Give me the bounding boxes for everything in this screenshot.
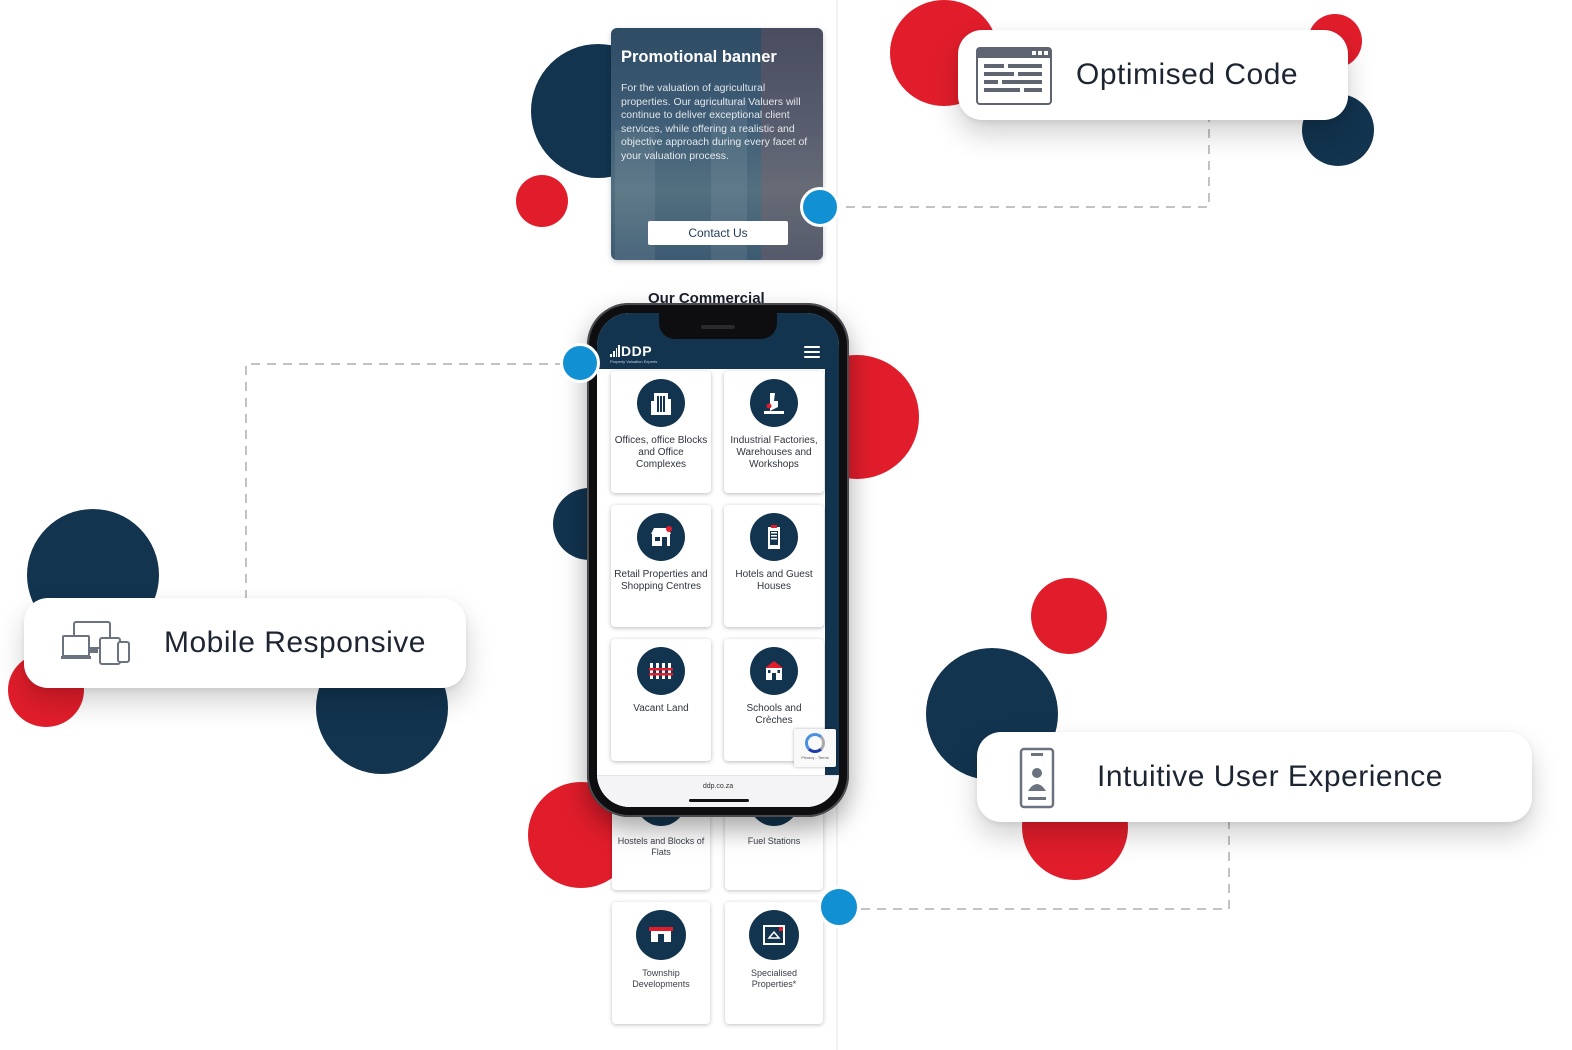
feature-label: Intuitive User Experience xyxy=(1097,760,1443,793)
phone-notch xyxy=(659,313,777,339)
site-logo[interactable]: DDP xyxy=(621,343,653,359)
hamburger-menu-icon[interactable] xyxy=(804,346,820,358)
township-icon xyxy=(636,910,686,960)
decor-circle xyxy=(1031,578,1107,654)
site-header: DDP Property Valuation Experts xyxy=(597,313,839,369)
feature-intuitive-ux: Intuitive User Experience xyxy=(977,732,1532,822)
decor-stripe xyxy=(825,369,839,807)
feature-optimised-code: Optimised Code xyxy=(958,30,1348,120)
service-card-retail[interactable]: Retail Properties and Shopping Centres xyxy=(611,505,711,627)
service-card-hotels[interactable]: Hotels and Guest Houses xyxy=(724,505,824,627)
school-icon xyxy=(750,647,798,695)
mobile-user-icon xyxy=(1019,747,1055,809)
background-card-label: Hostels and Blocks of Flats xyxy=(617,836,705,857)
connector-dot xyxy=(800,187,840,227)
feature-label: Optimised Code xyxy=(1076,58,1299,91)
factory-icon xyxy=(750,379,798,427)
promotional-banner: Promotional banner For the valuation of … xyxy=(611,28,823,260)
connector-dot xyxy=(560,343,600,383)
code-window-icon xyxy=(976,47,1052,105)
logo-bars-icon xyxy=(610,345,620,357)
connector-line xyxy=(242,360,582,610)
background-card: Specialised Properties* xyxy=(725,902,823,1024)
service-card-vacant-land[interactable]: Vacant Land xyxy=(611,639,711,761)
responsive-devices-icon xyxy=(60,620,132,666)
background-card-label: Fuel Stations xyxy=(747,836,801,846)
background-card-label: Specialised Properties* xyxy=(750,968,798,989)
service-card-label: Hotels and Guest Houses xyxy=(735,569,813,592)
recaptcha-icon xyxy=(805,733,825,753)
speaker-icon xyxy=(701,325,735,329)
background-card-label: Township Developments xyxy=(632,968,690,989)
phone-mockup: DDP Property Valuation Experts Offices, … xyxy=(587,303,849,817)
feature-label: Mobile Responsive xyxy=(164,626,426,659)
contact-us-button[interactable]: Contact Us xyxy=(648,221,788,245)
land-icon xyxy=(637,647,685,695)
home-indicator xyxy=(689,799,749,802)
service-card-offices[interactable]: Offices, office Blocks and Office Comple… xyxy=(611,371,711,493)
recaptcha-text: Privacy - Terms xyxy=(801,755,829,760)
service-card-industrial[interactable]: Industrial Factories, Warehouses and Wor… xyxy=(724,371,824,493)
phone-screen: DDP Property Valuation Experts Offices, … xyxy=(597,313,839,807)
feature-mobile-responsive: Mobile Responsive xyxy=(24,598,466,688)
service-card-label: Schools and Crèches xyxy=(746,703,802,726)
store-icon xyxy=(637,513,685,561)
service-card-schools[interactable]: Schools and Crèches xyxy=(724,639,824,761)
banner-text: For the valuation of agricultural proper… xyxy=(621,82,808,162)
service-card-label: Industrial Factories, Warehouses and Wor… xyxy=(730,435,818,470)
hotel-icon xyxy=(750,513,798,561)
services-grid: Offices, office Blocks and Office Comple… xyxy=(597,369,839,807)
service-card-label: Offices, office Blocks and Office Comple… xyxy=(614,435,708,470)
office-building-icon xyxy=(637,379,685,427)
connector-dot xyxy=(818,886,860,928)
url-text: ddp.co.za xyxy=(702,783,734,790)
decor-circle xyxy=(516,175,568,227)
browser-url-bar[interactable]: ddp.co.za xyxy=(597,775,839,807)
banner-title: Promotional banner xyxy=(621,48,777,66)
background-card: Township Developments xyxy=(612,902,710,1024)
blueprint-icon xyxy=(749,910,799,960)
service-card-label: Vacant Land xyxy=(633,703,689,714)
recaptcha-badge[interactable]: Privacy - Terms xyxy=(794,729,836,767)
logo-tagline: Property Valuation Experts xyxy=(610,359,658,364)
section-heading: Our Commercial xyxy=(648,290,765,307)
service-card-label: Retail Properties and Shopping Centres xyxy=(614,569,708,592)
